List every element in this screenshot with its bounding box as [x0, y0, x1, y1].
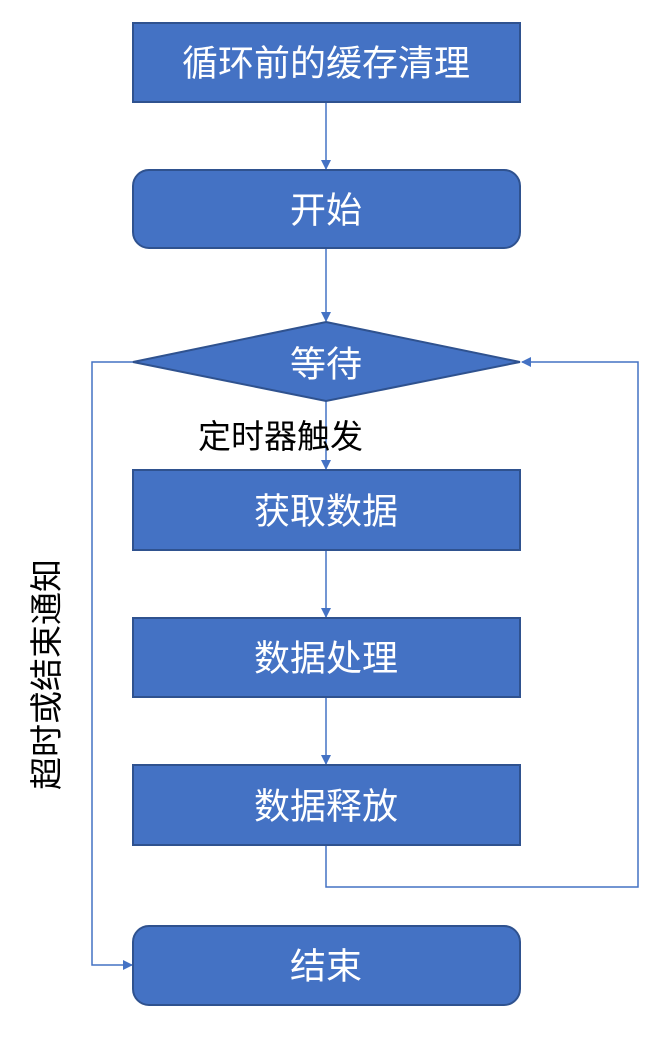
node-cache-clear-label: 循环前的缓存清理 [182, 43, 470, 84]
node-end-label: 结束 [290, 946, 362, 987]
arrow-wait-to-end [91, 361, 133, 970]
node-wait-label: 等待 [290, 344, 362, 385]
node-process: 数据处理 [132, 617, 521, 698]
arrow-loop-back [325, 357, 639, 888]
label-timer-trigger: 定时器触发 [198, 418, 363, 455]
node-wait-decision: 等待 [132, 320, 521, 403]
label-timeout-or-end: 超时或结束通知 [28, 559, 65, 790]
node-start: 开始 [132, 169, 521, 249]
node-release: 数据释放 [132, 764, 521, 846]
node-process-label: 数据处理 [254, 638, 398, 679]
node-start-label: 开始 [290, 190, 362, 231]
node-fetch-label: 获取数据 [254, 491, 398, 532]
node-end: 结束 [132, 925, 521, 1006]
node-release-label: 数据释放 [254, 786, 398, 827]
node-cache-clear: 循环前的缓存清理 [132, 22, 521, 103]
node-fetch: 获取数据 [132, 469, 521, 551]
